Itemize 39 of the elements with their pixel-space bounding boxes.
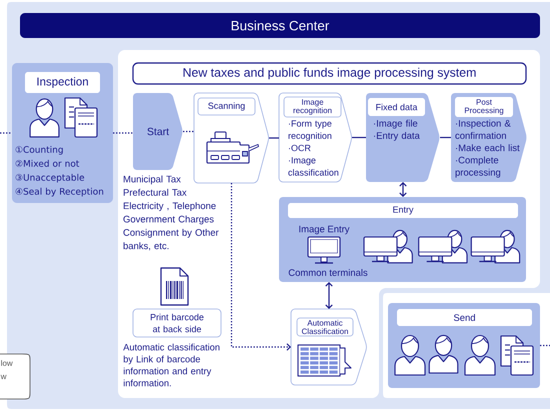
list-item: ·Entry data xyxy=(374,132,420,141)
node-label: Consignment by Other banks, etc. xyxy=(124,228,219,250)
header-bar: Business Center xyxy=(20,13,540,38)
list-item: ③Unacceptable xyxy=(16,174,84,183)
dotted-arrow xyxy=(230,183,291,351)
dotted-line xyxy=(183,130,194,132)
icon-caption: Image Entry xyxy=(299,226,350,234)
node-label: Prefectural Tax xyxy=(124,188,187,196)
list-item: ·Complete processing xyxy=(456,156,500,178)
node-label: Electricity , Telephone xyxy=(124,202,216,212)
dotted-line xyxy=(113,132,133,134)
icon-caption: Common terminals xyxy=(288,269,368,276)
list-item: ④Seal by Reception xyxy=(16,188,104,196)
list-item: ·Form type recognition xyxy=(288,120,332,141)
label-box: Scanning xyxy=(198,98,256,116)
double-arrow xyxy=(325,282,333,309)
connector-line xyxy=(440,136,451,138)
list-item: ①Counting xyxy=(16,146,63,155)
chevron-box: Start xyxy=(133,93,182,170)
label-box: Print barcode at back side xyxy=(132,308,222,338)
label-box: Fixed data xyxy=(368,98,425,116)
title-box: New taxes and public funds image processing system xyxy=(132,62,527,85)
node-label: Municipal Tax xyxy=(124,176,181,184)
double-arrow xyxy=(399,182,407,197)
label-box: Inspection xyxy=(25,72,100,93)
list-item: ·Image file xyxy=(374,120,418,129)
dotted-line xyxy=(0,132,12,134)
dotted-line xyxy=(540,344,550,346)
list-item: ·Image classification xyxy=(288,157,338,176)
node-label: Automatic classification by Link of barcode information and entry information. xyxy=(123,344,220,386)
list-item: ②Mixed or not xyxy=(16,160,80,167)
list-item: ·Inspection & confirmation xyxy=(455,120,511,139)
connector-line xyxy=(352,136,366,138)
list-item: ·Make each list xyxy=(456,144,520,152)
node-label: Government Charges xyxy=(123,216,214,224)
label-box: Send xyxy=(397,309,532,326)
label-box: Entry xyxy=(288,203,518,218)
list-item: ·OCR xyxy=(289,144,310,152)
connector-line xyxy=(269,137,279,139)
